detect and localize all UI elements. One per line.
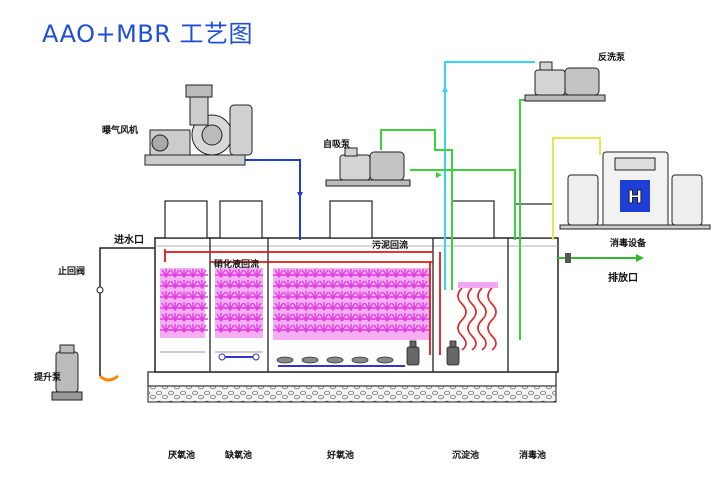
internal-pump-2 [446,340,460,366]
check-valve-label: 止回阀 [58,265,85,277]
tank-label-anaerobic: 厌氧池 [168,449,195,461]
manhole-3 [329,200,373,239]
disinfection-equipment-label: 消毒设备 [610,237,647,249]
membrane-module [457,287,497,351]
internal-pump-1 [406,340,420,366]
tank-label-sedimentation: 沉淀池 [452,449,479,461]
manhole-4 [451,200,495,239]
lift-pump-label: 提升泵 [34,371,62,383]
svg-text:H: H [627,187,642,208]
blower-label: 曝气风机 [102,124,138,136]
base-slab [147,371,557,387]
sludge-return-label: 污泥回流 [372,239,408,251]
disinfection-line [552,137,601,240]
inlet-pipe [99,247,155,376]
outlet-label: 排放口 [608,271,638,284]
backwash-pump-label: 反洗泵 [598,51,626,63]
nitrate-return-label: 硝化液回流 [214,258,259,270]
check-valve-symbol [96,286,104,294]
manhole-2 [219,200,263,239]
self-priming-pump-label: 自吸泵 [323,138,351,150]
manhole-1 [164,200,208,239]
blower-icon [144,84,253,166]
return-lines [164,249,441,355]
self-priming-pump-icon [325,147,411,187]
page-title: AAO+MBR 工艺图 [42,20,254,48]
tank-label-aerobic: 好氧池 [326,449,354,461]
tank-label-anoxic: 缺氧池 [224,449,252,461]
tank-label-disinfection: 消毒池 [519,449,546,461]
disinfection-equipment-icon: H [559,151,711,230]
inlet-label: 进水口 [114,233,144,246]
lift-pump-icon [51,344,83,401]
gravel-foundation [147,385,557,403]
air-line [244,159,301,240]
backwash-pump-icon [524,61,606,102]
aerator-discs [276,356,394,364]
backwash-line [444,61,535,290]
anaerobic-aeration [160,268,205,338]
